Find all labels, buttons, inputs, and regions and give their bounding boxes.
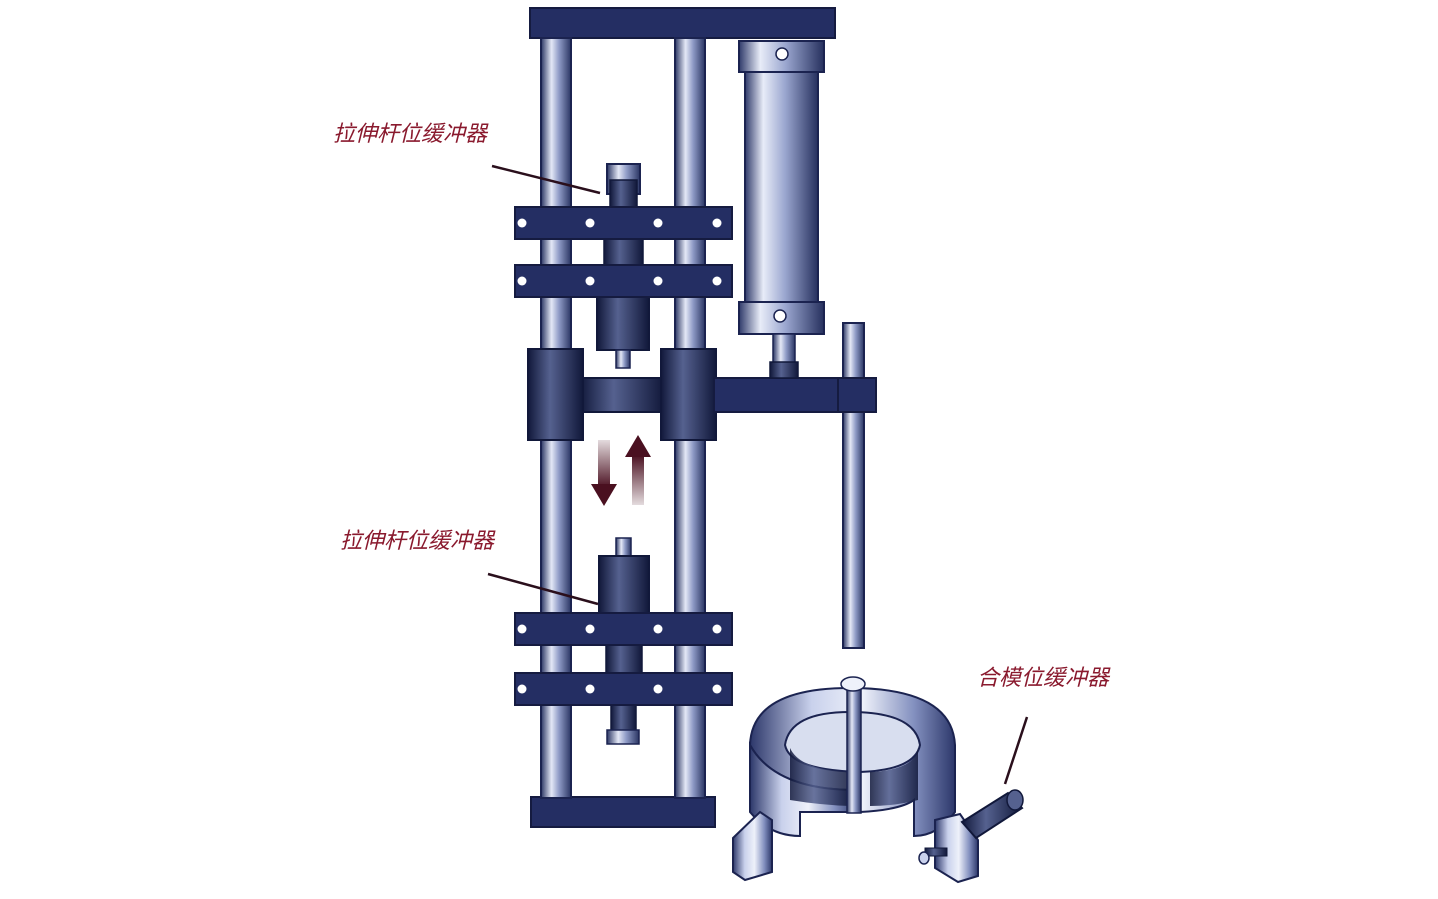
upper-buffer-label: 拉伸杆位缓冲器 — [333, 122, 488, 147]
bottom-frame-plate — [530, 796, 716, 828]
arrow-down-icon — [591, 440, 617, 506]
upper-crossbar-1 — [514, 206, 733, 240]
mold-assembly — [732, 676, 979, 884]
lower-crossbar-2 — [514, 672, 733, 706]
upper-crossbar-2 — [514, 264, 733, 298]
pneumatic-cylinder — [738, 40, 825, 379]
leader-line-mold — [1003, 716, 1029, 785]
upper-stretch-rod — [596, 163, 650, 369]
arrow-up-icon — [625, 435, 651, 505]
top-frame-plate — [529, 7, 836, 39]
side-arm-connector — [837, 377, 877, 413]
leader-line-lower — [487, 572, 599, 606]
mold-buffer-label: 合模位缓冲器 — [977, 666, 1110, 691]
lower-crossbar-1 — [514, 612, 733, 646]
side-push-rod — [842, 322, 865, 649]
lower-buffer-label: 拉伸杆位缓冲器 — [340, 529, 495, 554]
leader-line-upper — [491, 164, 601, 195]
mold-buffer-cylinder — [960, 789, 1024, 840]
carriage-block — [527, 348, 877, 441]
